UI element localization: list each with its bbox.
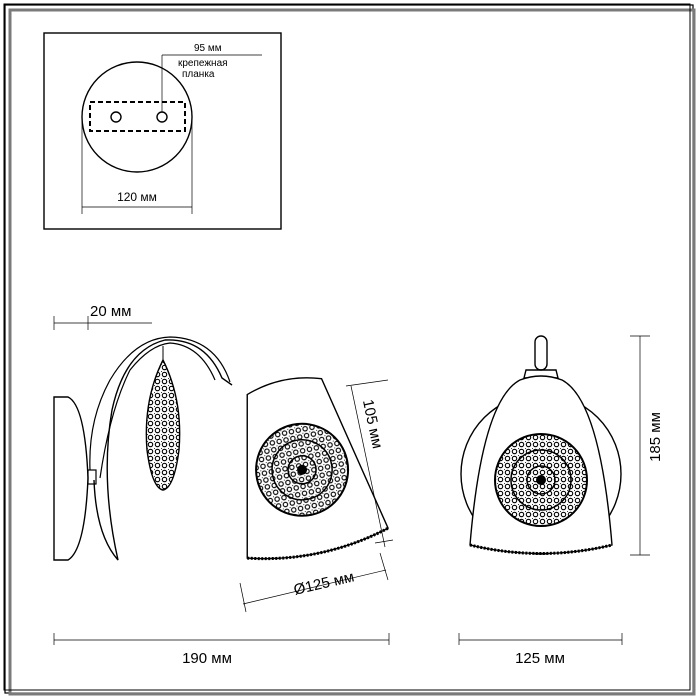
front-height-label: 185 мм bbox=[647, 412, 664, 462]
shade-diameter-dimension: Ø125 мм bbox=[239, 552, 389, 613]
offset-dimension: 20 мм bbox=[53, 303, 152, 330]
wall-plate bbox=[53, 396, 89, 561]
bracket-name-line1: крепежная bbox=[178, 58, 228, 69]
crystal-pendant bbox=[145, 358, 181, 491]
screw-hole-left bbox=[110, 111, 122, 123]
mount-plate bbox=[81, 61, 193, 173]
front-width-label: 125 мм bbox=[515, 650, 565, 667]
arm-mount bbox=[87, 469, 97, 485]
mounting-bracket bbox=[89, 101, 186, 132]
mount-width-label: 120 мм bbox=[117, 190, 157, 204]
page-border bbox=[3, 3, 696, 696]
front-view: 185 мм 125 мм bbox=[458, 335, 664, 667]
total-depth-dimension: 190 мм bbox=[53, 633, 390, 667]
front-height-dimension: 185 мм bbox=[630, 335, 664, 556]
bracket-dimension: 95 мм крепежная планка bbox=[161, 43, 262, 112]
side-view: 20 мм 105 мм Ø125 мм 190 мм bbox=[53, 303, 394, 667]
front-width-dimension: 125 мм bbox=[458, 633, 623, 667]
bracket-name-line2: планка bbox=[182, 69, 215, 80]
finial bbox=[534, 335, 548, 371]
offset-label: 20 мм bbox=[90, 303, 131, 320]
bracket-size-label: 95 мм bbox=[194, 43, 222, 54]
total-depth-label: 190 мм bbox=[182, 650, 232, 667]
screw-hole-right bbox=[156, 111, 168, 123]
shade-diameter-label: Ø125 мм bbox=[292, 568, 356, 598]
lamp-arm bbox=[93, 339, 233, 561]
mount-detail-box: 120 мм 95 мм крепежная планка bbox=[43, 32, 282, 230]
mount-width-dimension: 120 мм bbox=[81, 117, 193, 214]
